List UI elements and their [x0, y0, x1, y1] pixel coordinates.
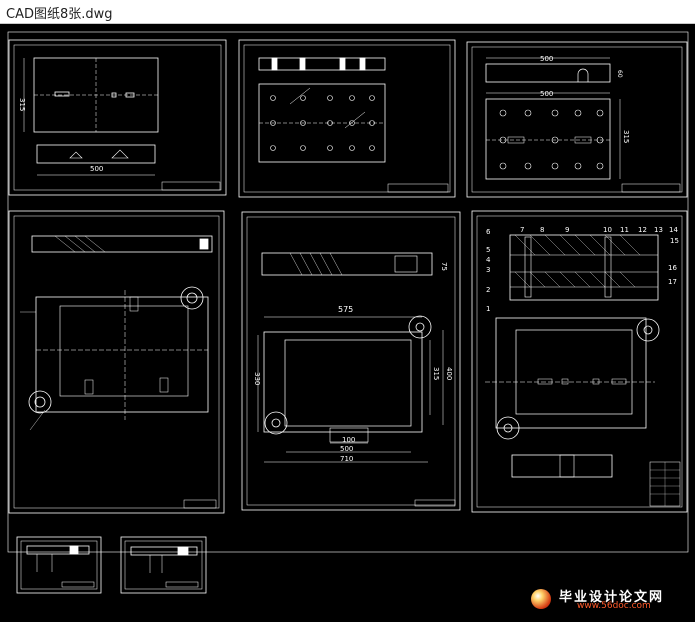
sheet-1-dim-500: 500	[90, 165, 103, 173]
balloon-10: 10	[603, 226, 612, 234]
window-title: CAD图纸8张.dwg	[6, 7, 113, 22]
sheet-8[interactable]	[120, 536, 207, 594]
sheet-1-dim-315: 315	[18, 98, 26, 111]
sheet-5[interactable]: 575 330 315 400 100 500 710 75	[241, 211, 461, 511]
balloon-3: 3	[486, 266, 490, 274]
balloon-4: 4	[486, 256, 491, 264]
balloon-9: 9	[565, 226, 569, 234]
sheet-5-dim-400: 400	[445, 367, 453, 380]
sheet-5-dim-500: 500	[340, 445, 353, 453]
balloon-5: 5	[486, 246, 490, 254]
balloon-6: 6	[486, 228, 491, 236]
balloon-16: 16	[668, 264, 677, 272]
globe-icon	[531, 589, 551, 609]
sheet-5-dim-100: 100	[342, 436, 355, 444]
balloon-2: 2	[486, 286, 490, 294]
balloon-7: 7	[520, 226, 524, 234]
balloon-13: 13	[654, 226, 663, 234]
model-space-frame	[7, 31, 689, 553]
watermark-text: 毕业设计论文网	[559, 590, 665, 605]
sheet-5-dim-710: 710	[340, 455, 353, 463]
balloon-11: 11	[620, 226, 629, 234]
balloon-12: 12	[638, 226, 647, 234]
sheet-4[interactable]	[8, 210, 225, 514]
balloon-8: 8	[540, 226, 544, 234]
balloon-1: 1	[486, 305, 490, 313]
sheet-1[interactable]: 315 500	[8, 39, 227, 196]
sheet-3-dim-top: 500	[540, 55, 553, 63]
sheet-5-dim-330: 330	[253, 372, 261, 385]
sheet-2[interactable]	[238, 39, 456, 198]
window-titlebar: CAD图纸8张.dwg	[0, 0, 695, 24]
sheet-7[interactable]	[16, 536, 102, 594]
sheet-6[interactable]: 1 2 3 4 5 6 7 8 9 10 11 12 13 14 15 16 1…	[471, 210, 688, 513]
sheet-5-dim-315: 315	[432, 367, 440, 380]
sheet-3-dim-mid: 500	[540, 90, 553, 98]
watermark-url: www.56doc.com	[577, 601, 651, 611]
balloon-14: 14	[669, 226, 678, 234]
cad-canvas[interactable]: 315 500 500 500	[0, 24, 695, 618]
watermark-logo: 毕业设计论文网 www.56doc.com	[529, 586, 689, 612]
sheet-3[interactable]: 500 500 315 60	[466, 41, 688, 198]
sheet-3-dim-side: 315	[622, 130, 630, 143]
sheet-3-dim-thick: 60	[616, 70, 623, 78]
sheet-5-dim-75: 75	[440, 262, 448, 271]
balloon-17: 17	[668, 278, 677, 286]
balloon-15: 15	[670, 237, 679, 245]
sheet-5-dim-575: 575	[338, 305, 353, 314]
